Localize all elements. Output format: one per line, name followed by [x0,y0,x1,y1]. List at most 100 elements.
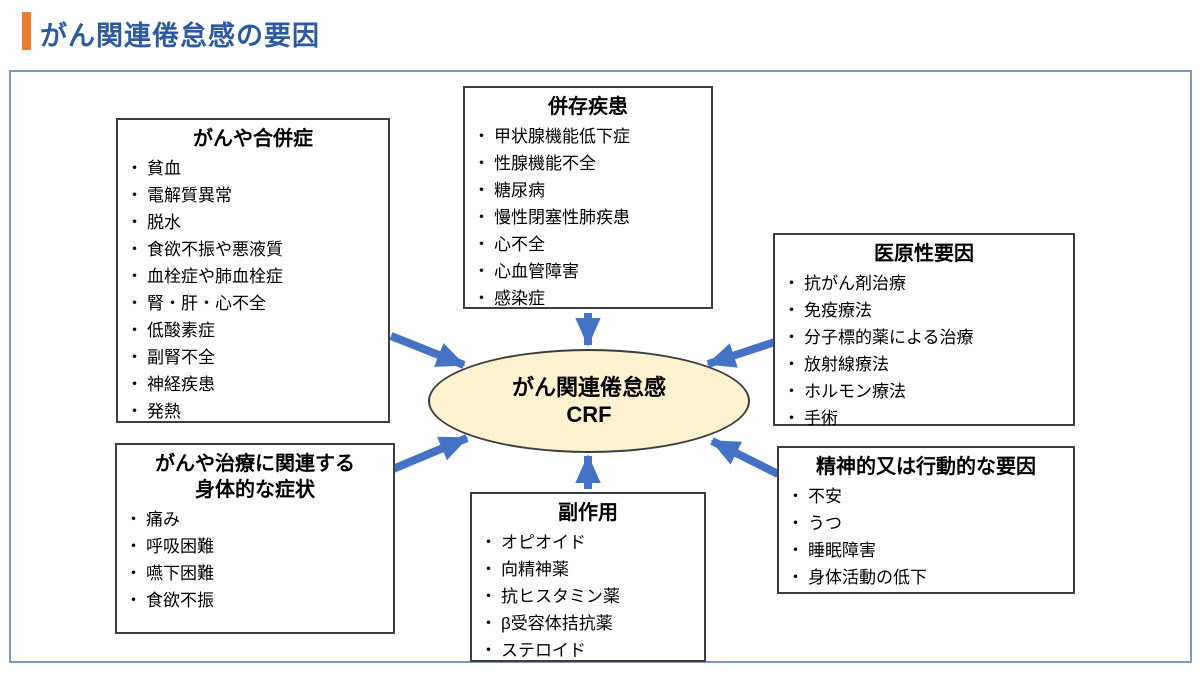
item-text: 放射線療法 [804,355,889,374]
box-title: がんや治療に関連する 身体的な症状 [125,451,385,503]
bullet: ・ [783,328,800,347]
item-text: 糖尿病 [494,181,545,200]
factor-box-side-effects: 副作用 ・オピオイド ・向精神薬 ・抗ヒスタミン薬 ・β受容体拮抗薬 ・ステロイ… [470,492,706,662]
item-text: 副腎不全 [147,348,215,367]
list-item: ・神経疾患 [126,371,380,398]
item-text: 慢性閉塞性肺疾患 [494,208,630,227]
factor-list: ・抗がん剤治療 ・免疫療法 ・分子標的薬による治療 ・放射線療法 ・ホルモン療法… [783,270,1065,432]
item-text: 抗ヒスタミン薬 [501,587,620,606]
item-text: 手術 [804,409,838,428]
list-item: ・貧血 [126,155,380,182]
bullet: ・ [125,537,142,556]
list-item: ・不安 [787,483,1065,510]
item-text: 心血管障害 [494,262,579,281]
list-item: ・ホルモン療法 [783,378,1065,405]
bullet: ・ [473,154,490,173]
item-text: 貧血 [147,159,181,178]
bullet: ・ [126,240,143,259]
list-item: ・食欲不振や悪液質 [126,236,380,263]
item-text: 電解質異常 [147,186,232,205]
bullet: ・ [783,274,800,293]
bullet: ・ [125,591,142,610]
item-text: 向精神薬 [501,560,569,579]
list-item: ・血栓症や肺血栓症 [126,263,380,290]
item-text: 免疫療法 [804,301,872,320]
bullet: ・ [126,321,143,340]
bullet: ・ [126,186,143,205]
factor-list: ・オピオイド ・向精神薬 ・抗ヒスタミン薬 ・β受容体拮抗薬 ・ステロイド [480,529,696,664]
box-title: がんや合併症 [193,128,313,150]
item-text: ステロイド [501,641,586,660]
item-text: 甲状腺機能低下症 [494,127,630,146]
item-text: 腎・肝・心不全 [147,294,266,313]
item-text: 感染症 [494,289,545,308]
bullet: ・ [783,301,800,320]
item-text: うつ [808,514,842,533]
bullet: ・ [126,159,143,178]
bullet: ・ [473,127,490,146]
item-text: 不安 [808,487,842,506]
factor-box-cancer-and-complications: がんや合併症 ・貧血 ・電解質異常 ・脱水 ・食欲不振や悪液質 ・血栓症や肺血栓… [116,118,390,423]
item-text: 嚥下困難 [146,564,214,583]
list-item: ・呼吸困難 [125,533,385,560]
item-text: 睡眠障害 [808,541,876,560]
factor-list: ・甲状腺機能低下症 ・性腺機能不全 ・糖尿病 ・慢性閉塞性肺疾患 ・心不全 ・心… [473,123,703,312]
list-item: ・うつ [787,510,1065,537]
factor-box-psychological: 精神的又は行動的な要因 ・不安 ・うつ ・睡眠障害 ・身体活動の低下 [777,446,1075,594]
factor-list: ・痛み ・呼吸困難 ・嚥下困難 ・食欲不振 [125,506,385,614]
item-text: 脱水 [147,213,181,232]
box-title: 副作用 [558,502,618,524]
item-text: 低酸素症 [147,321,215,340]
list-item: ・慢性閉塞性肺疾患 [473,204,703,231]
item-text: 身体活動の低下 [808,568,927,587]
bullet: ・ [125,564,142,583]
list-item: ・食欲不振 [125,587,385,614]
box-title: 併存疾患 [548,96,628,118]
bullet: ・ [125,510,142,529]
bullet: ・ [126,294,143,313]
item-text: 性腺機能不全 [494,154,596,173]
bullet: ・ [787,514,804,533]
item-text: 抗がん剤治療 [804,274,906,293]
bullet: ・ [787,541,804,560]
item-text: 痛み [146,510,180,529]
list-item: ・分子標的薬による治療 [783,324,1065,351]
crf-label-abbreviation: CRF [566,402,612,427]
list-item: ・心血管障害 [473,258,703,285]
bullet: ・ [126,348,143,367]
list-item: ・発熱 [126,398,380,425]
item-text: 神経疾患 [147,375,215,394]
box-title: 医原性要因 [874,243,974,265]
list-item: ・抗ヒスタミン薬 [480,583,696,610]
list-item: ・甲状腺機能低下症 [473,123,703,150]
item-text: ホルモン療法 [804,382,906,401]
item-text: 食欲不振や悪液質 [147,240,283,259]
list-item: ・免疫療法 [783,297,1065,324]
bullet: ・ [783,409,800,428]
item-text: 呼吸困難 [146,537,214,556]
list-item: ・低酸素症 [126,317,380,344]
factor-list: ・不安 ・うつ ・睡眠障害 ・身体活動の低下 [787,483,1065,591]
bullet: ・ [783,382,800,401]
list-item: ・心不全 [473,231,703,258]
factor-box-comorbidities: 併存疾患 ・甲状腺機能低下症 ・性腺機能不全 ・糖尿病 ・慢性閉塞性肺疾患 ・心… [463,86,713,309]
bullet: ・ [783,355,800,374]
list-item: ・副腎不全 [126,344,380,371]
factor-box-iatrogenic: 医原性要因 ・抗がん剤治療 ・免疫療法 ・分子標的薬による治療 ・放射線療法 ・… [773,233,1075,428]
bullet: ・ [480,560,497,579]
list-item: ・嚥下困難 [125,560,385,587]
list-item: ・向精神薬 [480,556,696,583]
bullet: ・ [473,289,490,308]
item-text: オピオイド [501,533,586,552]
list-item: ・抗がん剤治療 [783,270,1065,297]
bullet: ・ [480,614,497,633]
list-item: ・放射線療法 [783,351,1065,378]
bullet: ・ [126,402,143,421]
factor-list: ・貧血 ・電解質異常 ・脱水 ・食欲不振や悪液質 ・血栓症や肺血栓症 ・腎・肝・… [126,155,380,425]
factor-box-physical-symptoms: がんや治療に関連する 身体的な症状 ・痛み ・呼吸困難 ・嚥下困難 ・食欲不振 [115,443,395,634]
bullet: ・ [473,262,490,281]
crf-center-ellipse: がん関連倦怠感 CRF [428,349,750,453]
list-item: ・糖尿病 [473,177,703,204]
list-item: ・手術 [783,405,1065,432]
list-item: ・腎・肝・心不全 [126,290,380,317]
